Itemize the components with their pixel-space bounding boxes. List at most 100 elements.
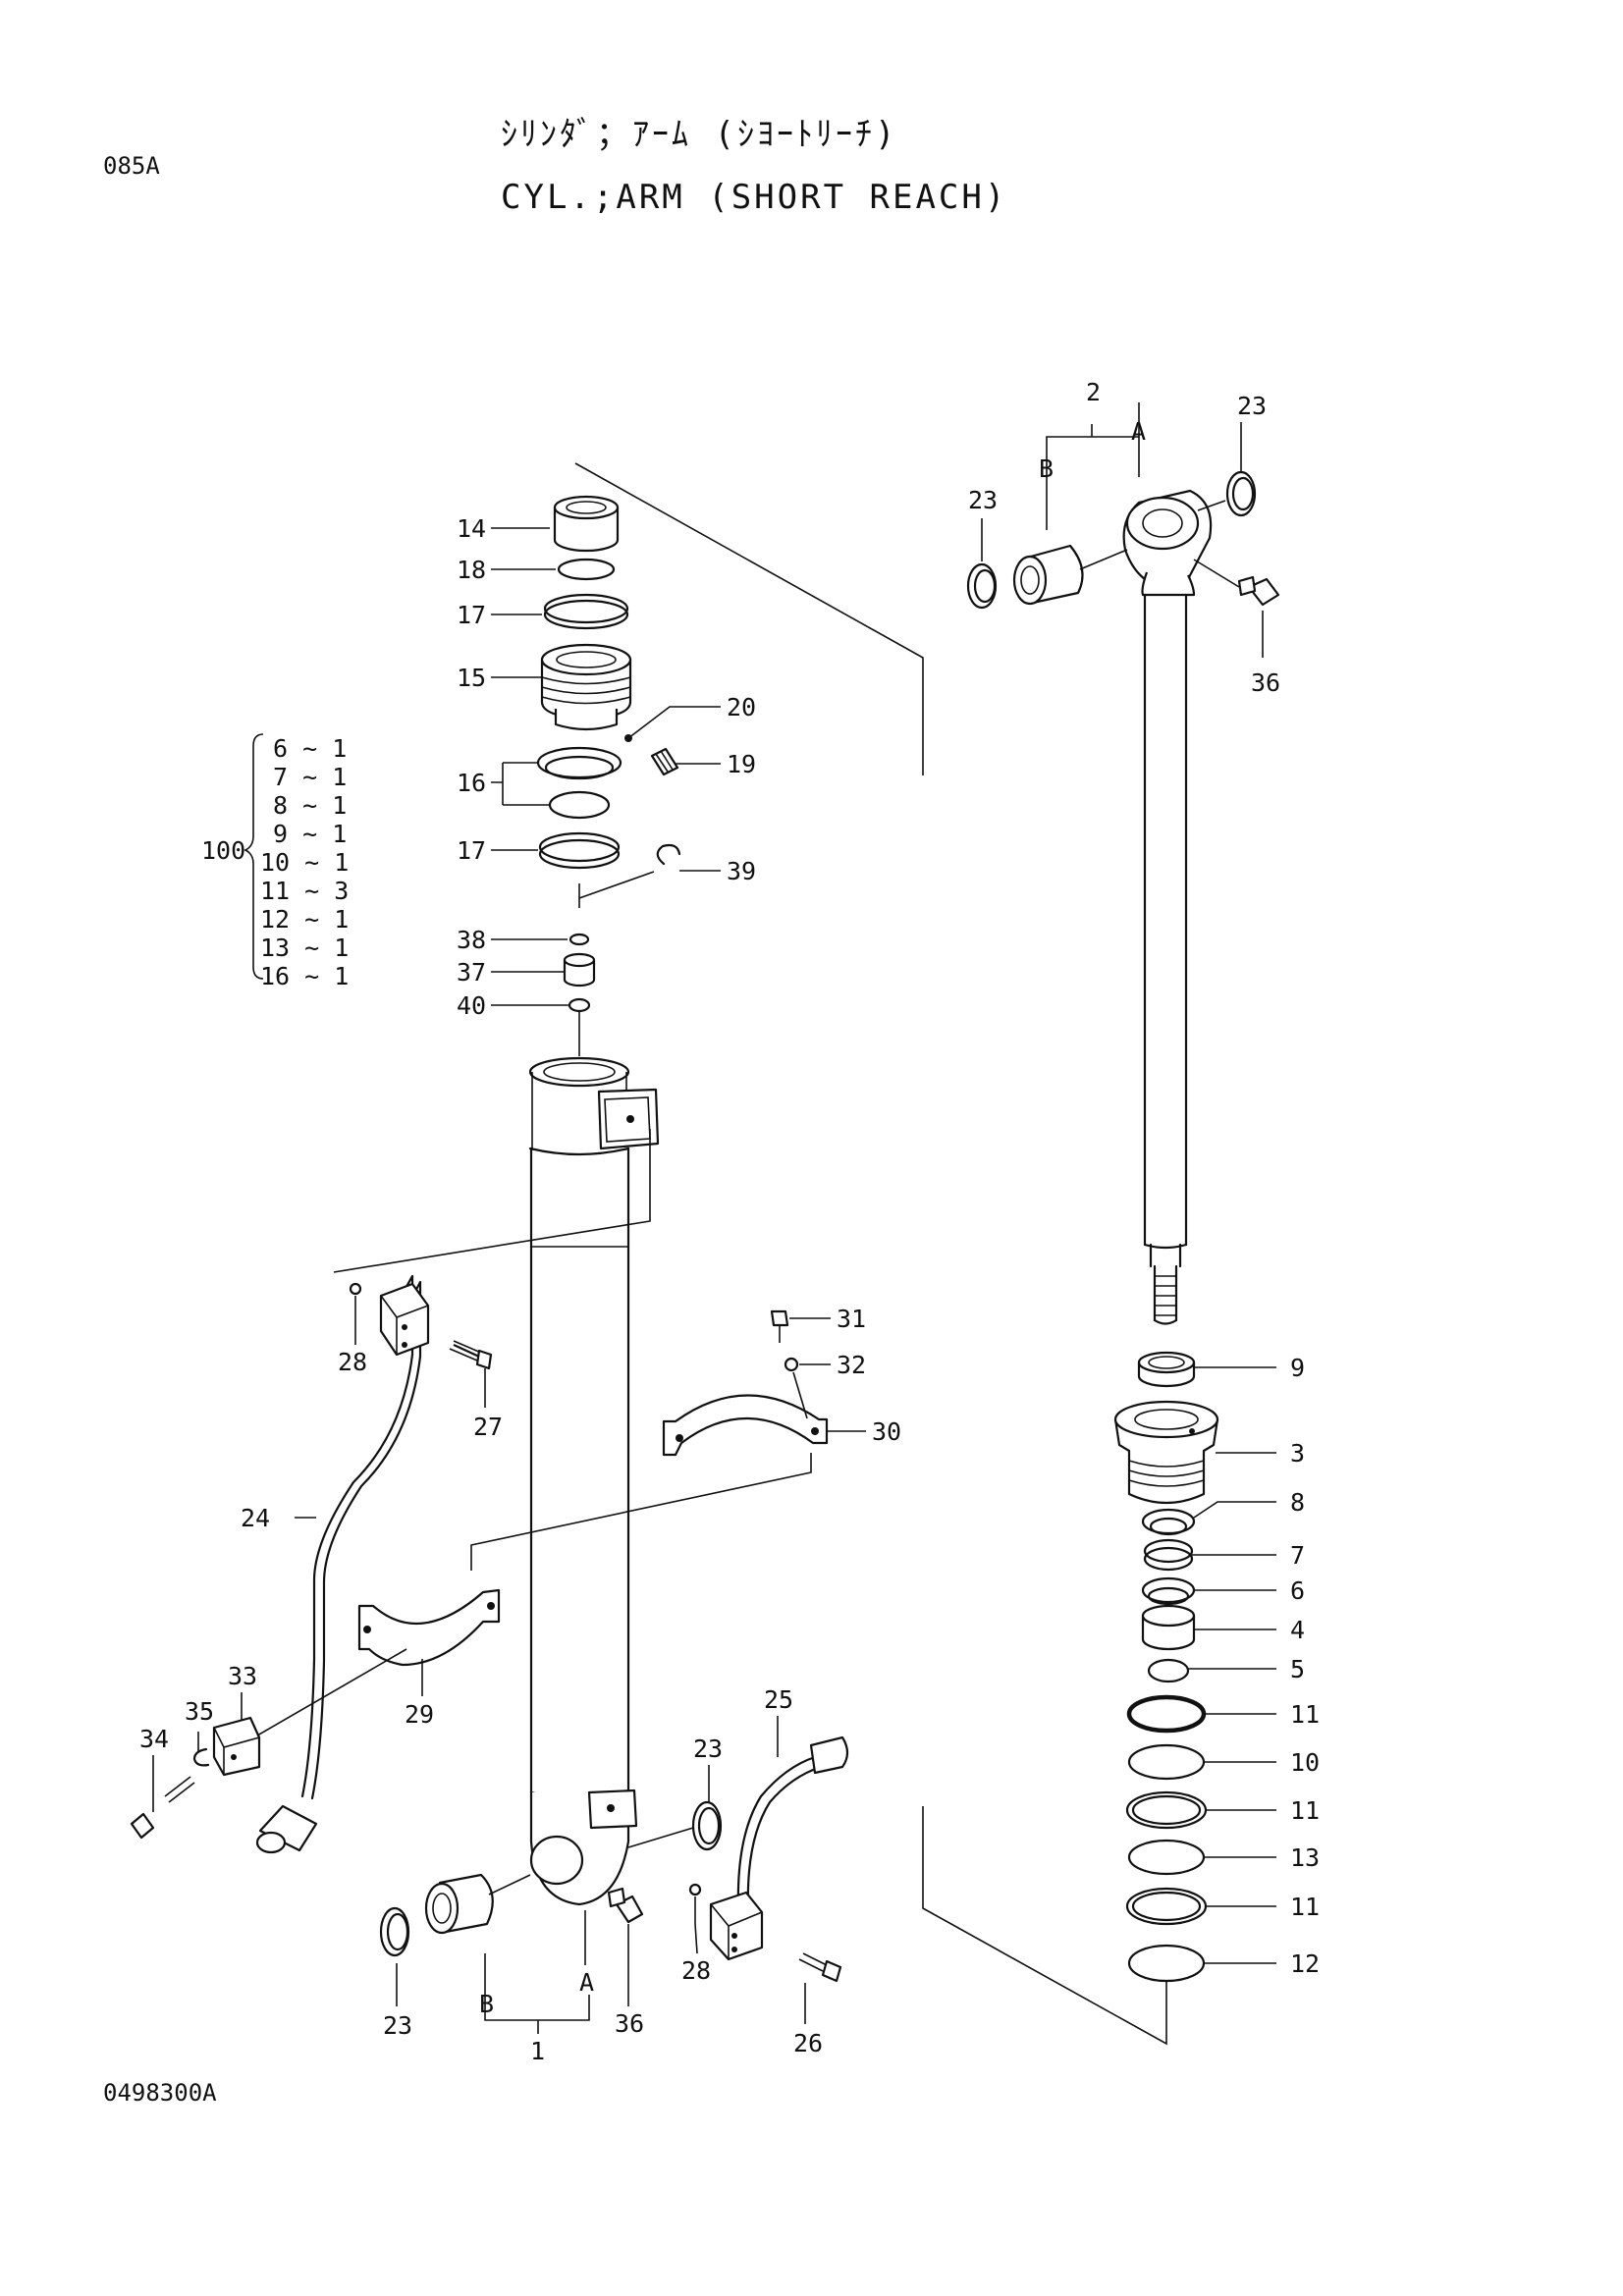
callout-27: 27 xyxy=(473,1413,503,1441)
callout-10: 10 xyxy=(1290,1748,1320,1777)
bolt-34 xyxy=(130,1776,195,1840)
grease-fitting-36-lower xyxy=(607,1887,644,1924)
bushing-b-rod xyxy=(1012,544,1084,606)
o-ring-11-c xyxy=(1125,1887,1208,1926)
tube-mark-a: A xyxy=(579,1968,594,1997)
bushing-14 xyxy=(553,495,620,553)
seal-ring-23-rod-left xyxy=(966,562,998,610)
kit-number: 100 xyxy=(201,836,245,865)
bolt-31 xyxy=(770,1309,789,1343)
cylinder-tube xyxy=(528,1056,660,1906)
page-code: 085A xyxy=(103,152,160,180)
backup-ring-17-upper xyxy=(543,593,629,630)
drawing-number: 0498300A xyxy=(103,2079,217,2107)
piston-15 xyxy=(540,643,632,742)
washer-32 xyxy=(784,1357,799,1372)
callout-26: 26 xyxy=(793,2029,823,2057)
callout-28: 28 xyxy=(681,1956,711,1985)
callout-13: 13 xyxy=(1290,1843,1320,1872)
leader xyxy=(1197,500,1226,511)
seal-7 xyxy=(1143,1538,1194,1572)
callout-15: 15 xyxy=(457,664,486,692)
callout-25: 25 xyxy=(764,1685,793,1714)
backup-ring-17-lower xyxy=(538,831,621,870)
callout-23: 23 xyxy=(968,486,998,514)
clamp-block-28-lower xyxy=(709,1891,764,1961)
leader-lines-right xyxy=(981,402,1276,1964)
o-ring-28-lower xyxy=(688,1883,702,1896)
callout-9: 9 xyxy=(1290,1354,1305,1382)
ring-18 xyxy=(557,558,616,581)
callout-40: 40 xyxy=(457,991,486,1020)
callout-8: 8 xyxy=(1290,1488,1305,1517)
phantom-line xyxy=(233,1648,407,1750)
callout-5: 5 xyxy=(1290,1655,1305,1683)
callout-6: 6 xyxy=(1290,1576,1305,1605)
ring-13 xyxy=(1127,1839,1206,1876)
ring-10 xyxy=(1127,1743,1206,1781)
callout-19: 19 xyxy=(727,750,756,778)
set-screw-19 xyxy=(650,747,679,776)
callout-37: 37 xyxy=(457,958,486,987)
kit-item: 10 ~ 1 xyxy=(260,848,349,877)
callout-11: 11 xyxy=(1290,1700,1320,1729)
wear-ring-9 xyxy=(1137,1351,1196,1388)
tube-mark-b: B xyxy=(479,1990,494,2018)
callout-33: 33 xyxy=(228,1662,257,1690)
o-ring-11-b xyxy=(1125,1790,1208,1830)
piston-rod xyxy=(1122,489,1213,1325)
bushing-b-lower xyxy=(424,1873,494,1935)
o-ring-28 xyxy=(349,1282,362,1296)
callout-14: 14 xyxy=(457,514,486,543)
clamp-band-29 xyxy=(357,1588,501,1679)
callout-38: 38 xyxy=(457,926,486,954)
callout-34: 34 xyxy=(139,1725,169,1753)
callout-7: 7 xyxy=(1290,1541,1305,1570)
callout-29: 29 xyxy=(405,1700,434,1729)
phantom-line xyxy=(574,462,924,775)
callout-18: 18 xyxy=(457,556,486,584)
cylinder-head-3 xyxy=(1113,1400,1219,1505)
callout-24: 24 xyxy=(241,1504,270,1532)
callout-11: 11 xyxy=(1290,1893,1320,1921)
leader xyxy=(1079,549,1128,570)
clip-block-33 xyxy=(212,1716,261,1777)
callout-32: 32 xyxy=(837,1351,866,1379)
seal-ring-23-lower xyxy=(379,1906,410,1957)
callout-28: 28 xyxy=(338,1348,367,1376)
leader-lines xyxy=(152,527,866,2034)
o-ring-11-a xyxy=(1126,1694,1207,1734)
callout-17: 17 xyxy=(457,836,486,865)
callout-1: 1 xyxy=(530,2037,545,2065)
seal-8 xyxy=(1141,1508,1196,1536)
kit-item: 16 ~ 1 xyxy=(260,962,349,990)
rod-mark-a: A xyxy=(1131,417,1146,446)
callout-23: 23 xyxy=(383,2011,412,2040)
bolt-27 xyxy=(449,1340,493,1370)
callout-39: 39 xyxy=(727,857,756,885)
callout-17: 17 xyxy=(457,601,486,629)
kit-item: 11 ~ 3 xyxy=(260,877,349,905)
callout-36: 36 xyxy=(1251,668,1280,697)
leader xyxy=(488,1874,531,1896)
seal-ring-23-rod-right xyxy=(1225,470,1257,517)
bushing-4 xyxy=(1141,1604,1196,1651)
callout-3: 3 xyxy=(1290,1439,1305,1468)
callout-30: 30 xyxy=(872,1417,901,1446)
kit-item: 6 ~ 1 xyxy=(273,734,347,763)
callouts: 14 18 17 15 20 19 16 17 39 38 37 40 28 2… xyxy=(139,378,1320,2065)
kit-item: 13 ~ 1 xyxy=(260,934,349,962)
clip-39 xyxy=(656,843,681,866)
clamp-block-28 xyxy=(379,1282,430,1357)
kit-item: 9 ~ 1 xyxy=(273,820,347,848)
leader xyxy=(627,1827,694,1848)
callout-11: 11 xyxy=(1290,1796,1320,1825)
kit-item: 12 ~ 1 xyxy=(260,905,349,934)
clip-35 xyxy=(192,1747,210,1767)
head-part-stack xyxy=(536,495,681,1013)
callout-23: 23 xyxy=(693,1735,723,1763)
pipe-25 xyxy=(736,1735,849,1910)
callout-20: 20 xyxy=(727,693,756,721)
bolt-26 xyxy=(798,1952,842,1983)
